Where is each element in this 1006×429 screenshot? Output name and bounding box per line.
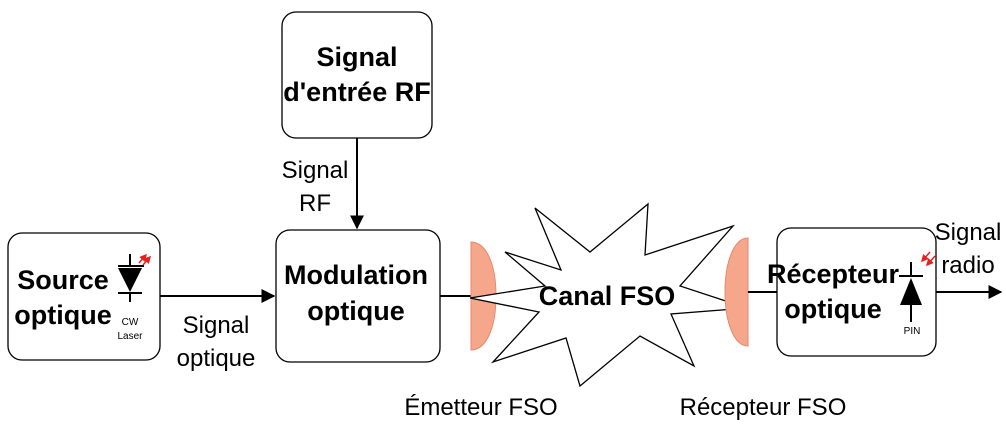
rf-input-block: Signal d'entrée RF [281, 11, 433, 139]
receiver-title-line2: optique [784, 294, 881, 324]
receiver-block: Récepteur optique PIN [767, 227, 937, 357]
pin-photodiode-icon [899, 251, 936, 322]
rf-input-title-line2: d'entrée RF [283, 77, 430, 107]
modulation-title-line2: optique [307, 296, 404, 326]
signal-optique-label-line2: optique [177, 345, 256, 372]
signal-rf-label-line1: Signal [282, 157, 349, 184]
source-title-line1: Source [17, 265, 109, 295]
signal-radio-label-line2: radio [941, 252, 994, 279]
signal-rf-label-line2: RF [299, 190, 331, 217]
emitter-caption: Émetteur FSO [404, 394, 557, 421]
receiver-title-line1: Récepteur [767, 259, 900, 289]
source-title-line2: optique [14, 300, 111, 330]
laser-label-line2: Laser [117, 331, 143, 342]
signal-optique-label-line1: Signal [183, 312, 250, 339]
channel-title: Canal FSO [539, 281, 676, 311]
receiver-lens-icon [724, 237, 749, 347]
modulation-block: Modulation optique [275, 229, 441, 363]
laser-label-line1: CW [122, 317, 139, 328]
optical-source-block: Source optique CW Laser [7, 232, 161, 361]
receptor-caption: Récepteur FSO [680, 394, 847, 421]
fso-channel-burst [469, 202, 748, 388]
pin-label: PIN [904, 326, 921, 337]
modulation-title-line1: Modulation [284, 260, 428, 290]
signal-radio-label-line1: Signal [935, 219, 1002, 246]
laser-diode-icon [118, 253, 151, 302]
rf-input-title-line1: Signal [316, 42, 397, 72]
